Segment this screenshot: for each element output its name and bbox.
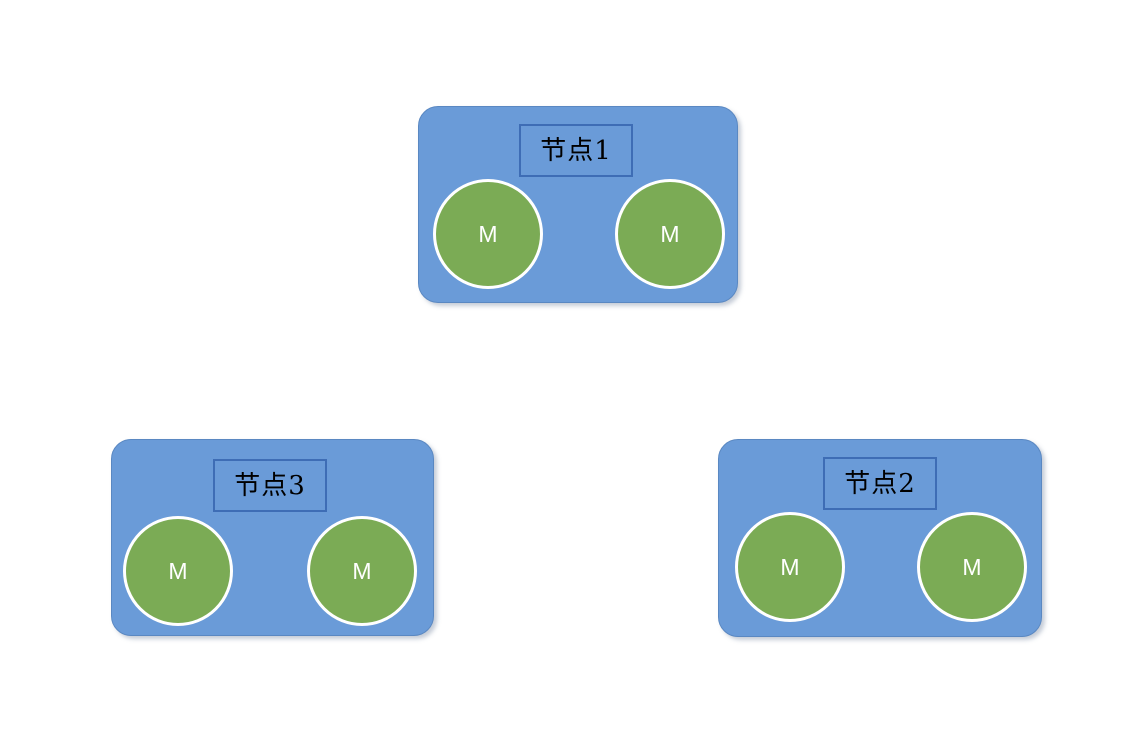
member-label: M	[478, 220, 498, 247]
node-label-text: 节点2	[844, 468, 916, 499]
node-label-box[interactable]: 节点1	[519, 124, 633, 177]
member-circle[interactable]: M	[307, 516, 417, 626]
node-label-box[interactable]: 节点3	[213, 459, 327, 512]
member-circle[interactable]: M	[123, 516, 233, 626]
member-circle[interactable]: M	[735, 512, 845, 622]
member-circle[interactable]: M	[917, 512, 1027, 622]
node-label-text: 节点1	[540, 135, 612, 166]
member-label: M	[962, 553, 982, 580]
member-circle[interactable]: M	[615, 179, 725, 289]
member-circle[interactable]: M	[433, 179, 543, 289]
node-label-box[interactable]: 节点2	[823, 457, 937, 510]
member-label: M	[168, 557, 188, 584]
member-label: M	[660, 220, 680, 247]
member-label: M	[352, 557, 372, 584]
member-label: M	[780, 553, 800, 580]
node-label-text: 节点3	[234, 470, 306, 501]
